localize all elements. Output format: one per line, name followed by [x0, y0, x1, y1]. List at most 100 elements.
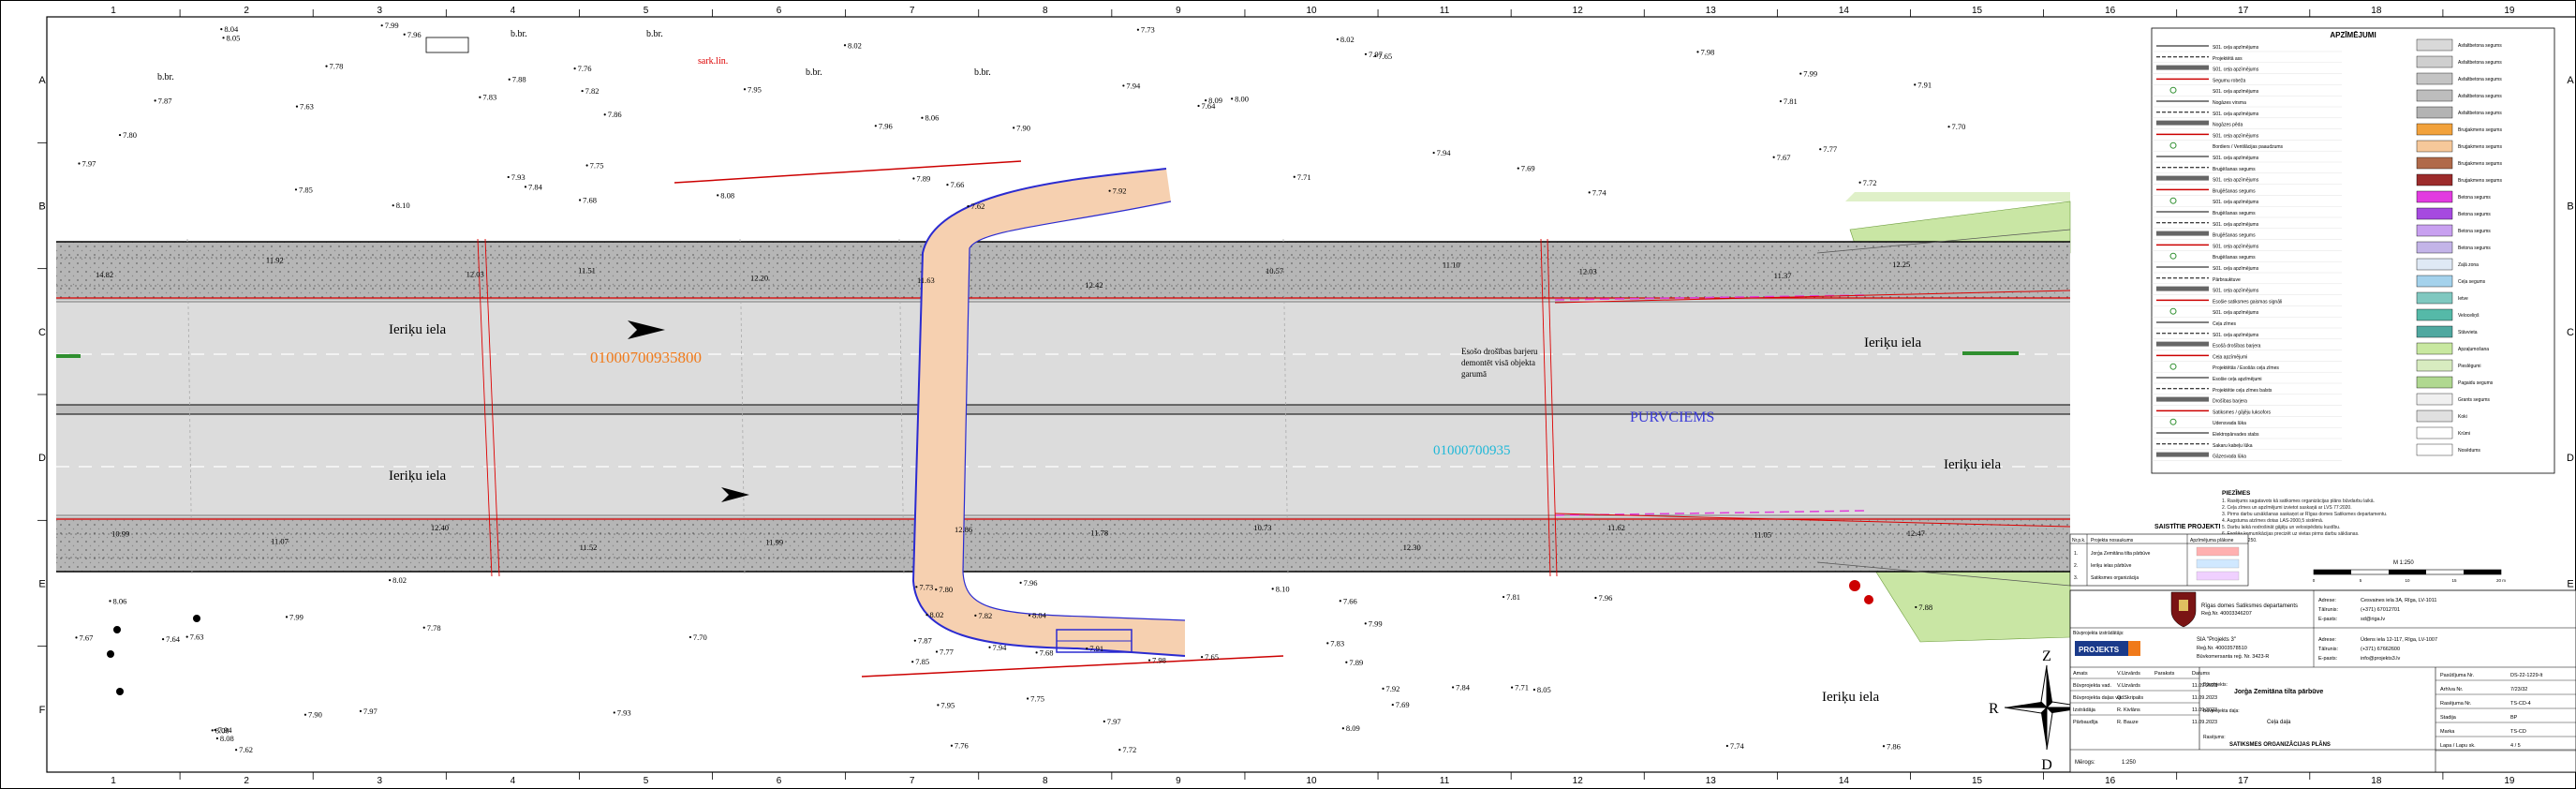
elevation-point [1696, 51, 1699, 53]
legend-item-right: Ietve [2458, 296, 2468, 302]
part-name: Ceļa daļa [2267, 720, 2291, 725]
elevation-point [1374, 54, 1377, 57]
designer-phone-label: Tālrunis: [2318, 647, 2339, 652]
project-field-value: TS-CD-4 [2510, 701, 2531, 707]
linked-projects: SAISTĪTIE PROJEKTI Nr.p.k.Projekta nosau… [2069, 523, 2249, 587]
elevation-point [220, 27, 223, 31]
elevation-label: 7.73 [1141, 25, 1155, 35]
elevation-point [1391, 703, 1394, 707]
grid-col-bottom-18: 18 [2371, 776, 2382, 786]
elevation-point [937, 704, 940, 707]
elevation-label: 7.83 [1330, 638, 1344, 648]
legend-item-left: S01. ceļa apzīmējums [2213, 289, 2259, 294]
grid-row-left-A: A [38, 75, 46, 86]
elevation-point [974, 614, 977, 617]
legend-swatch [2416, 291, 2453, 305]
grid-col-top-13: 13 [1706, 6, 1717, 16]
sig-header: Paraksts [2154, 671, 2175, 677]
sig-cell: V.Uzvārds [2117, 683, 2140, 689]
legend-item-right: Ceļa segums [2458, 279, 2486, 285]
top-label-1: b.br. [157, 72, 174, 82]
elevation-label: 7.76 [955, 741, 969, 751]
legend-swatch [2416, 258, 2453, 271]
elevation-label: 7.92 [1386, 684, 1400, 693]
grid-col-top-1: 1 [111, 6, 116, 16]
elevation-point [1086, 647, 1088, 650]
elevation-point [211, 729, 214, 732]
elevation-label: 7.94 [1126, 81, 1141, 90]
scale-field-label: Mērogs: [2075, 760, 2095, 766]
legend-item-right: Apzaļumošana [2458, 347, 2489, 352]
designer-address-label: Adrese: [2318, 637, 2336, 643]
legend-swatch [2416, 140, 2453, 153]
elevation-point [581, 89, 584, 93]
grid-col-top-6: 6 [777, 6, 782, 16]
grid-col-bottom-14: 14 [1839, 776, 1850, 786]
elevation-point [508, 78, 511, 81]
grid-col-top-12: 12 [1573, 6, 1584, 16]
elevation-point [294, 188, 298, 191]
client-address-label: Adrese: [2318, 598, 2336, 603]
lp-cell: Satiksmes organizācija [2091, 575, 2139, 581]
notes-line: 4. Augstuma atzīmes dotas LAS-2000,5 sis… [2222, 518, 2323, 524]
elevation-point [1231, 97, 1234, 100]
median [56, 405, 2070, 414]
grid-col-top-16: 16 [2105, 6, 2116, 16]
legend-item-left: S01. ceļa apzīmējums [2213, 200, 2259, 205]
part-label: Būvprojekta daļa: [2203, 708, 2240, 714]
top-label-red: sark.lin. [698, 56, 728, 67]
legend-symbol [2169, 86, 2177, 94]
elevation-label: 7.68 [1040, 648, 1054, 657]
client-phone: (+371) 67012701 [2361, 607, 2400, 613]
legend-item-right: Asfaltbetona segums [2458, 94, 2502, 99]
elevation-label: 7.78 [330, 62, 344, 71]
grid-row-left-F: F [39, 705, 46, 716]
elevation-point [921, 116, 924, 119]
elevation-label: 7.88 [1918, 603, 1932, 612]
elevation-label: 7.88 [512, 75, 526, 84]
legend-item-left: Projektētā ass [2213, 56, 2243, 62]
legend-symbol [2169, 418, 2177, 425]
lp-swatch [2196, 571, 2240, 581]
street-label-5: Ieriķu iela [1822, 690, 1880, 705]
lp-swatch [2196, 546, 2240, 557]
legend-item-left: S01. ceļa apzīmējums [2213, 156, 2259, 161]
legend-swatch [2416, 224, 2453, 237]
project-field-value: DS-22-1229-lt [2510, 673, 2543, 678]
elevation-label: 8.09 [1208, 96, 1222, 105]
legend-swatch [2416, 342, 2453, 355]
elevation-label: 8.06 [925, 113, 939, 123]
road-elevation-label: 12.03 [466, 269, 484, 278]
scale-tick: 10 [2405, 578, 2410, 583]
top-label-2: b.br. [511, 29, 527, 39]
legend-swatch [2416, 376, 2453, 389]
elevation-point [109, 600, 111, 603]
legend-swatch [2416, 393, 2453, 406]
parcel-number-1: 01000700935800 [590, 349, 702, 366]
lp-cell: Jorģa Zemitāna tilta pārbūve [2091, 550, 2151, 557]
elevation-label: 7.77 [1823, 144, 1837, 154]
sheet-title: SATIKSMES ORGANIZĀCIJAS PLĀNS [2229, 741, 2331, 748]
grid-col-top-9: 9 [1176, 6, 1181, 16]
grid-col-top-19: 19 [2504, 6, 2515, 16]
elevation-label: 7.97 [1107, 717, 1121, 726]
elevation-point [380, 24, 383, 27]
legend-item-left: Projektētās / Esošās ceļa zīmes [2213, 365, 2279, 371]
carriageway-upper [56, 300, 2070, 410]
elevation-label: 7.87 [918, 636, 932, 646]
elevation-point [325, 65, 328, 67]
grid-row-right-D: D [2567, 453, 2574, 464]
designer-address: Ūdens iela 12-117, Rīga, LV-1007 [2361, 636, 2437, 643]
grid-col-top-10: 10 [1306, 6, 1317, 16]
elevation-label: 7.86 [1887, 741, 1901, 751]
legend-symbol [2156, 452, 2209, 457]
road-elevation-label: 12.42 [1085, 280, 1103, 290]
grid-col-bottom-17: 17 [2238, 776, 2249, 786]
scale-tick: 5 [2360, 578, 2362, 583]
legend-symbol [2156, 175, 2209, 181]
client-email-label: E-pasts: [2318, 617, 2338, 622]
legend-item-right: Asfaltbetona segums [2458, 111, 2502, 116]
lp-cell: 1. [2074, 551, 2078, 557]
legend-item-right: Bruģakmens segums [2458, 160, 2502, 167]
